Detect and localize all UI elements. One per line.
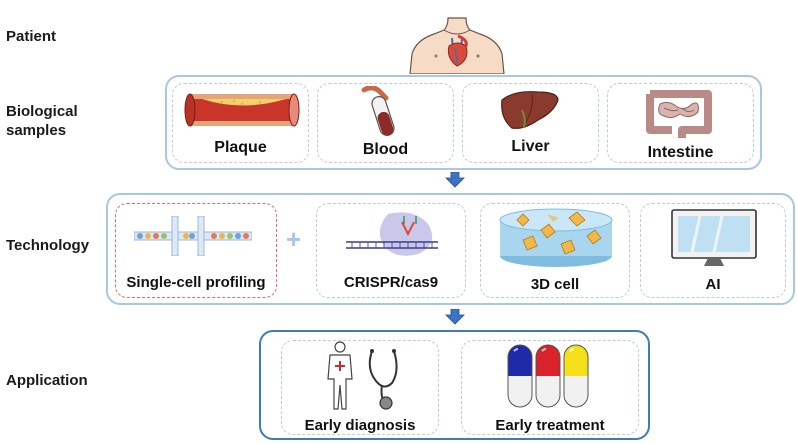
technology-card-crispr: CRISPR/cas9: [316, 203, 466, 298]
technology-label-single-cell: Single-cell profiling: [126, 274, 266, 291]
sample-label-blood: Blood: [362, 141, 409, 158]
liver-icon: [501, 91, 559, 129]
technology-label-ai: AI: [705, 276, 721, 293]
artery-plaque-icon: [184, 93, 300, 127]
down-arrow-icon: [445, 309, 465, 325]
sample-card-intestine: Intestine: [607, 83, 754, 163]
technology-label-3d-cell: 3D cell: [530, 276, 580, 293]
stage-label-application: Application: [6, 372, 88, 389]
technology-card-ai: AI: [640, 203, 786, 298]
torso-heart-icon: [409, 17, 505, 74]
blood-tube-icon: [361, 86, 395, 136]
stage-label-biological-line1: Biological: [6, 103, 78, 120]
application-card-early-treatment: Early treatment: [461, 340, 639, 435]
dna-scissors-icon: [346, 212, 438, 256]
capsules-icon: [507, 344, 589, 408]
sample-card-blood: Blood: [317, 83, 454, 163]
technology-card-single-cell: Single-cell profiling: [115, 203, 277, 298]
sample-label-plaque: Plaque: [214, 139, 267, 156]
biological-samples-panel: Plaque Blood Liver Intestine: [165, 75, 762, 170]
technology-card-3d-cell: 3D cell: [480, 203, 630, 298]
stage-label-patient: Patient: [6, 28, 57, 45]
stage-label-biological-samples: Biological samples: [6, 102, 78, 140]
sample-card-liver: Liver: [462, 83, 599, 163]
technology-label-crispr: CRISPR/cas9: [343, 274, 439, 291]
application-card-early-diagnosis: Early diagnosis: [281, 340, 439, 435]
technology-panel: Single-cell profiling + CRISPR/cas9: [106, 193, 795, 305]
sample-card-plaque: Plaque: [172, 83, 309, 163]
application-label-early-treatment: Early treatment: [495, 417, 605, 434]
body-stethoscope-icon: [327, 341, 398, 410]
computer-monitor-icon: [671, 209, 757, 266]
stage-label-biological-line2: samples: [6, 122, 67, 139]
intestine-icon: [646, 90, 712, 138]
plus-sign: +: [286, 224, 302, 254]
down-arrow-icon: [445, 172, 465, 188]
application-label-early-diagnosis: Early diagnosis: [304, 417, 416, 434]
microfluidic-cells-icon: [134, 216, 252, 256]
sample-label-liver: Liver: [511, 138, 550, 155]
stage-label-technology: Technology: [6, 237, 90, 254]
sample-label-intestine: Intestine: [647, 144, 714, 161]
application-panel: Early diagnosis Early treatment: [259, 330, 650, 440]
cell-culture-dish-icon: [499, 208, 613, 267]
